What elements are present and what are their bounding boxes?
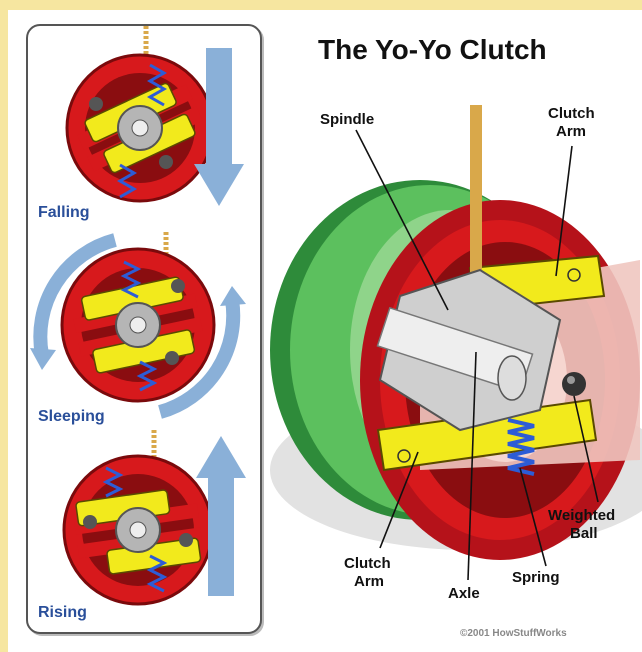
clutch-arm-top-label-line1: Clutch (548, 106, 595, 122)
falling-yoyo (67, 26, 213, 201)
diagram-title: The Yo-Yo Clutch (318, 34, 547, 66)
axle-label: Axle (448, 586, 480, 602)
falling-label: Falling (38, 204, 90, 222)
rising-label: Rising (38, 604, 87, 622)
copyright-text: ©2001 HowStuffWorks (460, 628, 567, 639)
clutch-arm-bottom-label-line1: Clutch (344, 556, 391, 572)
rising-yoyo (64, 430, 212, 604)
sleeping-label: Sleeping (38, 408, 105, 426)
spring-label: Spring (512, 570, 560, 586)
main-weighted-ball (562, 372, 586, 396)
clutch-arm-bottom-label-line2: Arm (354, 574, 384, 590)
clutch-arm-top-label-line2: Arm (556, 124, 586, 140)
weighted-ball-label-line2: Ball (570, 526, 598, 542)
weighted-ball-label-line1: Weighted (548, 508, 615, 524)
spindle-label: Spindle (320, 112, 374, 128)
